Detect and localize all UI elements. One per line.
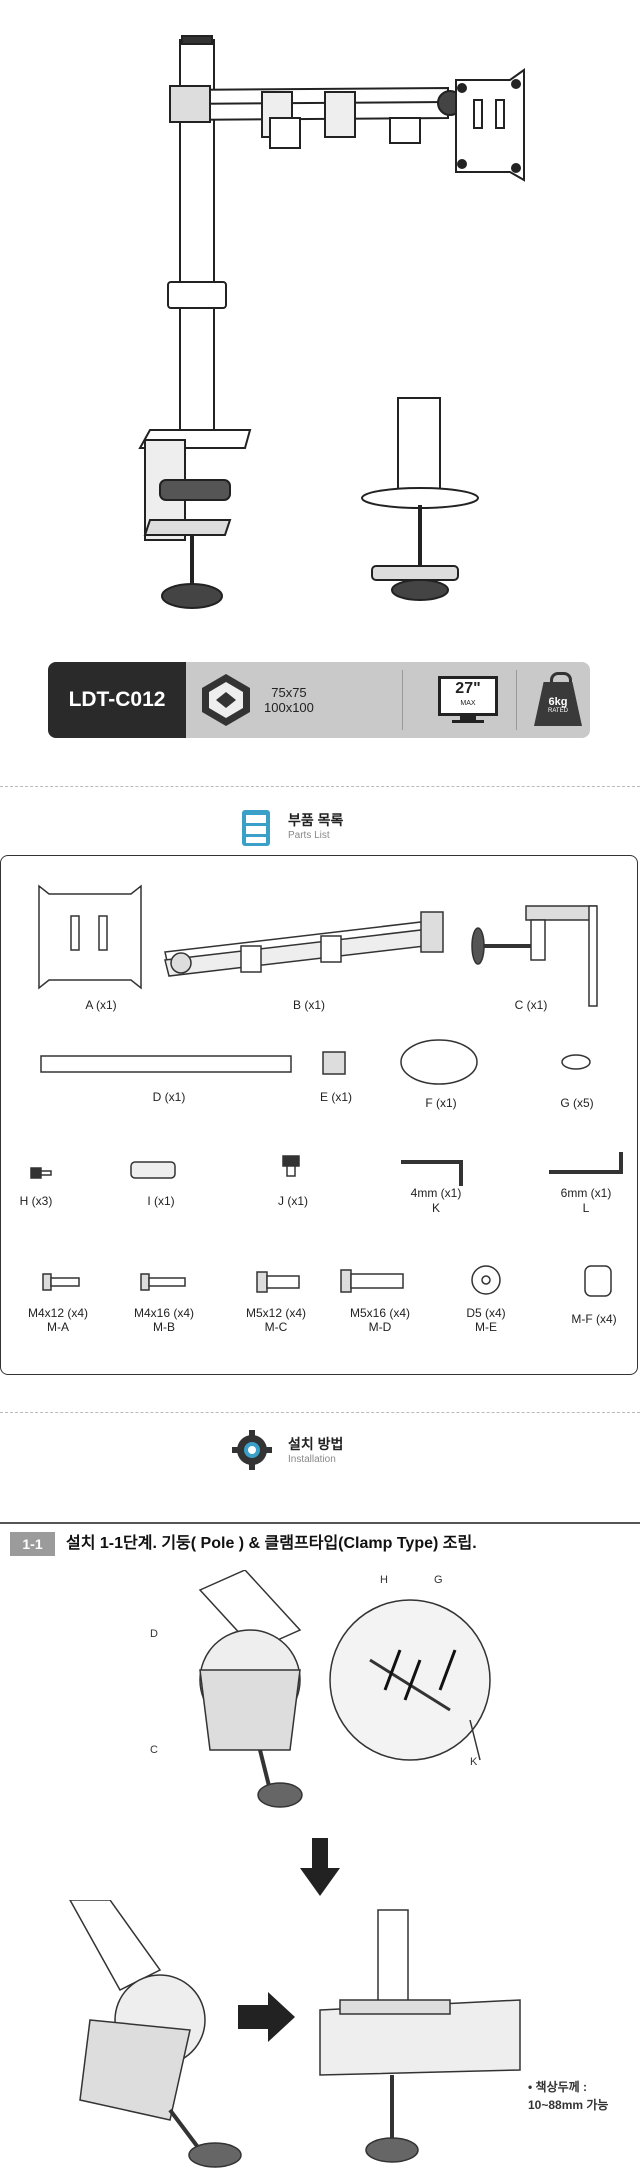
divider-dashed [0, 1412, 640, 1413]
divider [516, 670, 517, 730]
part-label-md: M5x16 (x4) [349, 1306, 411, 1320]
product-illustration [138, 35, 525, 609]
model-name: LDT-C012 [48, 662, 186, 738]
part-label-mf: M-F (x4) [571, 1312, 617, 1326]
part-label-g: G (x5) [560, 1096, 594, 1110]
vesa-line1: 75x75 [271, 685, 307, 700]
weight-cell: 6kg RATED [528, 662, 588, 738]
weight-value: 6kg [548, 696, 568, 708]
step-rule [0, 1522, 640, 1524]
part-label-c: C (x1) [514, 998, 548, 1012]
part-sub-me: M-E [475, 1320, 497, 1334]
part-label-me: D5 (x4) [466, 1306, 506, 1320]
part-label-k: 4mm (x1) [410, 1186, 462, 1200]
divider-dashed [0, 786, 640, 787]
part-label-a: A (x1) [85, 998, 117, 1012]
step-title: 설치 1-1단계. 기둥( Pole ) & 클램프타입(Clamp Type)… [66, 1535, 477, 1552]
monitor-icon: 27" MAX [438, 676, 498, 724]
max-size-cell: 27" MAX [428, 662, 508, 738]
install-header: 설치 방법 Installation [232, 1430, 412, 1474]
parts-title: 부품 목록 [288, 812, 344, 828]
step-illustration-mounted [69, 1900, 521, 2168]
step-badge: 1-1 [10, 1532, 55, 1556]
arrow-down-icon [300, 1838, 340, 1896]
part-label-b: B (x1) [292, 998, 325, 1012]
spec-bar: LDT-C012 75x75 100x100 27" MAX 6kg [48, 662, 590, 738]
part-sub-ma: M-A [47, 1320, 69, 1334]
vesa-line2: 100x100 [264, 700, 314, 715]
part-label-mc: M5x12 (x4) [245, 1306, 307, 1320]
weight-icon: 6kg RATED [532, 672, 584, 728]
part-sub-mc: M-C [264, 1320, 288, 1334]
step-illustration-exploded [198, 1570, 491, 1808]
part-sub-mb: M-B [153, 1320, 175, 1334]
part-label-ma: M4x12 (x4) [27, 1306, 89, 1320]
part-sub-md: M-D [368, 1320, 392, 1334]
parts-header: 부품 목록 Parts List [240, 808, 420, 848]
max-size-label: MAX [460, 700, 476, 707]
weight-label: RATED [548, 708, 568, 714]
part-label-h: H (x3) [19, 1194, 53, 1208]
install-subtitle: Installation [288, 1454, 336, 1465]
callout-k: K [470, 1756, 478, 1768]
gear-icon [232, 1430, 272, 1470]
part-label-mb: M4x16 (x4) [133, 1306, 195, 1320]
parts-drawings [30, 884, 623, 1297]
cabinet-icon [242, 810, 270, 846]
part-sub-l: L [582, 1201, 590, 1215]
parts-list-box: A (x1) B (x1) C (x1) D (x1) E (x1) F (x1… [0, 855, 638, 1375]
desk-thickness-value: 10~88mm 가능 [528, 2098, 609, 2112]
part-label-i: I (x1) [147, 1194, 175, 1208]
callout-g: G [434, 1574, 443, 1586]
vesa-cell: 75x75 100x100 [198, 662, 408, 738]
part-sub-k: K [431, 1201, 440, 1215]
part-label-d: D (x1) [152, 1090, 186, 1104]
part-label-l: 6mm (x1) [560, 1186, 612, 1200]
divider [402, 670, 403, 730]
callout-h: H [380, 1574, 388, 1586]
part-label-j: J (x1) [278, 1194, 308, 1208]
install-title: 설치 방법 [288, 1436, 344, 1452]
parts-subtitle: Parts List [288, 830, 330, 841]
part-label-f: F (x1) [425, 1096, 457, 1110]
max-size-value: 27" [455, 680, 481, 697]
callout-d: D [150, 1628, 158, 1640]
callout-c: C [150, 1744, 158, 1756]
part-label-e: E (x1) [319, 1090, 352, 1104]
desk-thickness-label: • 책상두께 : [528, 2080, 588, 2094]
vesa-icon [202, 674, 250, 726]
